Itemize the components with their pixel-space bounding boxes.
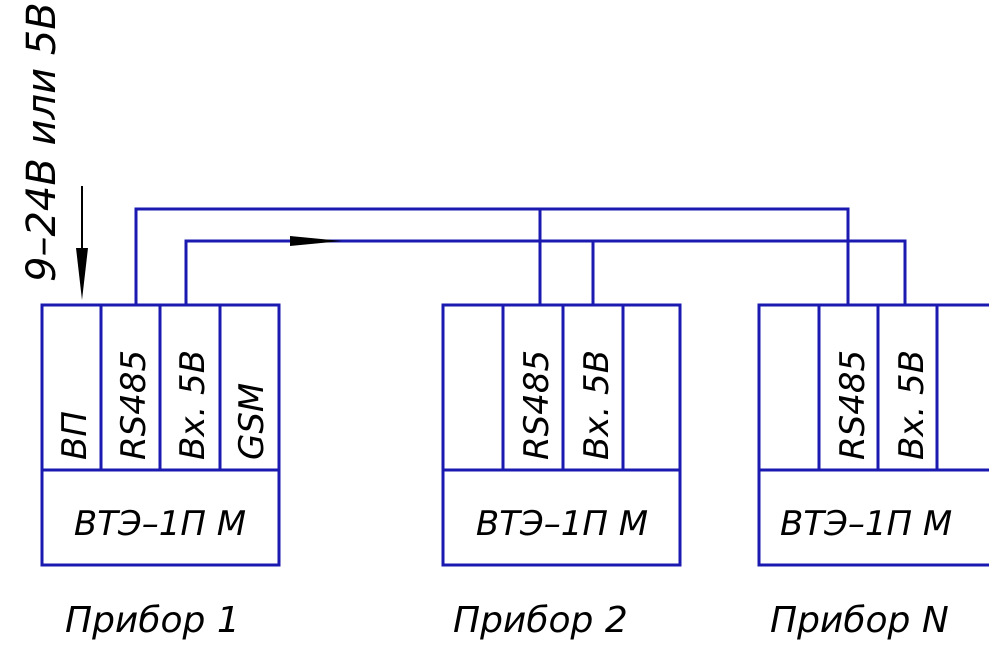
device-1-port-vp: ВП xyxy=(55,411,95,460)
supply-arrow-head xyxy=(76,248,88,300)
device-1: ВП RS485 Вх. 5В GSM ВТЭ–1П М xyxy=(40,303,281,567)
device-2-caption: Прибор 2 xyxy=(453,600,628,641)
device-n-port-rs485: RS485 xyxy=(833,350,873,460)
device-2-port-rs485: RS485 xyxy=(517,350,557,460)
device-1-port-rs485: RS485 xyxy=(114,350,154,460)
device-2: RS485 Вх. 5В ВТЭ–1П М xyxy=(441,303,682,567)
supply-label: 9–24В или 5В xyxy=(19,2,65,282)
device-2-port-in5v: Вх. 5В xyxy=(577,350,617,460)
signal-5v-wire xyxy=(184,239,907,305)
device-1-model: ВТЭ–1П М xyxy=(74,504,246,544)
device-1-port-gsm: GSM xyxy=(232,383,272,460)
device-1-port-in5v: Вх. 5В xyxy=(173,350,213,460)
signal-direction-arrow xyxy=(290,236,342,246)
rs485-bus-wire xyxy=(134,207,850,305)
device-n-caption: Прибор N xyxy=(770,600,949,641)
device-n-model: ВТЭ–1П М xyxy=(780,504,952,544)
device-1-caption: Прибор 1 xyxy=(65,600,240,641)
device-2-model: ВТЭ–1П М xyxy=(476,504,648,544)
device-n-port-in5v: Вх. 5В xyxy=(892,350,932,460)
device-n: RS485 Вх. 5В ВТЭ–1П М xyxy=(757,303,989,567)
